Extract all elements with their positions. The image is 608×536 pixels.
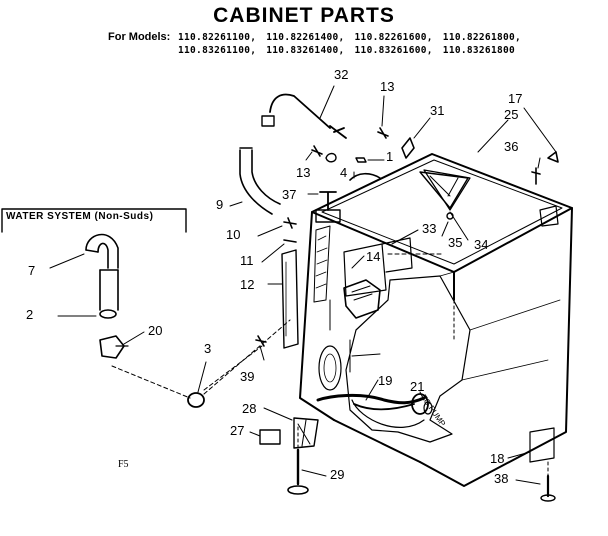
callout-1: 1 (386, 149, 394, 164)
part-7-hose-segment (99, 269, 119, 311)
part-17-screw (547, 151, 559, 163)
callout-38: 38 (494, 471, 509, 486)
callout-17: 17 (508, 91, 523, 106)
part-36-screw (531, 167, 541, 185)
model-number: 110.82261100, (178, 32, 257, 43)
part-13-screw-top (377, 127, 389, 139)
part-33-bracket (381, 237, 413, 273)
part-11-screw (283, 239, 297, 243)
callout-10: 10 (226, 227, 241, 242)
model-number: 110.83261600, (354, 45, 433, 56)
part-2-ring (99, 309, 117, 319)
callout-25: 25 (504, 107, 519, 122)
model-number: 110.83261800 (442, 45, 516, 56)
part-27-clip (259, 429, 281, 445)
model-number: 110.82261600, (354, 32, 433, 43)
callout-39: 39 (240, 369, 255, 384)
model-number: 110.83261100, (178, 45, 257, 56)
callout-11: 11 (240, 253, 254, 268)
callout-14: 14 (366, 249, 381, 264)
leader-lines (49, 85, 557, 485)
callout-4: 4 (340, 165, 348, 180)
model-numbers-row-2: 110.83261100, 110.83261400, 110.83261600, 1… (178, 45, 525, 56)
callout-13-lower: 13 (296, 165, 311, 180)
part-31-clip (401, 137, 415, 159)
part-1-clip (325, 152, 367, 163)
callout-9: 9 (216, 197, 224, 212)
callout-20: 20 (148, 323, 163, 338)
part-32-wire-harness (261, 93, 347, 139)
callout-32: 32 (334, 67, 349, 82)
callout-19: 19 (378, 373, 393, 388)
inset-label: WATER SYSTEM (Non-Suds) (6, 211, 154, 222)
figure-code: F5 (118, 459, 129, 470)
model-number: 110.82261800, (442, 32, 522, 43)
part-29-leg (287, 448, 309, 495)
callout-18: 18 (490, 451, 505, 466)
part-14-switch (343, 279, 381, 319)
part-37-screw (315, 191, 341, 223)
model-numbers-row-1: 110.82261100, 110.82261400, 110.82261600, 1… (178, 32, 531, 43)
part-20-fitting (99, 335, 129, 359)
callout-27: 27 (230, 423, 245, 438)
part-19-hose (353, 403, 415, 411)
part-38-leg (540, 474, 556, 502)
part-13-screw-left (311, 145, 323, 157)
callout-21: 21 (410, 379, 425, 394)
part-21-clamp (411, 393, 433, 415)
callout-2: 2 (26, 307, 34, 322)
callout-28: 28 (242, 401, 257, 416)
callout-13: 13 (380, 79, 395, 94)
callout-29: 29 (330, 467, 345, 482)
model-number: 110.83261400, (266, 45, 345, 56)
callout-7: 7 (28, 263, 36, 278)
part-9-hose (239, 146, 281, 215)
callout-31: 31 (430, 103, 445, 118)
part-10-screw (283, 217, 297, 229)
callout-34: 34 (474, 237, 489, 252)
page-title: CABINET PARTS (213, 4, 395, 27)
models-label: For Models: (108, 31, 171, 43)
callout-3: 3 (204, 341, 212, 356)
callout-36: 36 (504, 139, 519, 154)
part-3-clamp (187, 392, 205, 408)
inset-frame (1, 208, 187, 233)
callout-35: 35 (448, 235, 463, 250)
cabinet-body (299, 153, 573, 487)
callout-37: 37 (282, 187, 297, 202)
callout-12: 12 (240, 277, 255, 292)
part-12-panel (281, 249, 299, 349)
part-28-coupling (293, 417, 319, 449)
model-number: 110.82261400, (266, 32, 345, 43)
callout-33: 33 (422, 221, 437, 236)
part-7-hose-elbow (85, 233, 119, 269)
part-4-wire (349, 172, 381, 181)
part-39-screw (255, 335, 267, 347)
